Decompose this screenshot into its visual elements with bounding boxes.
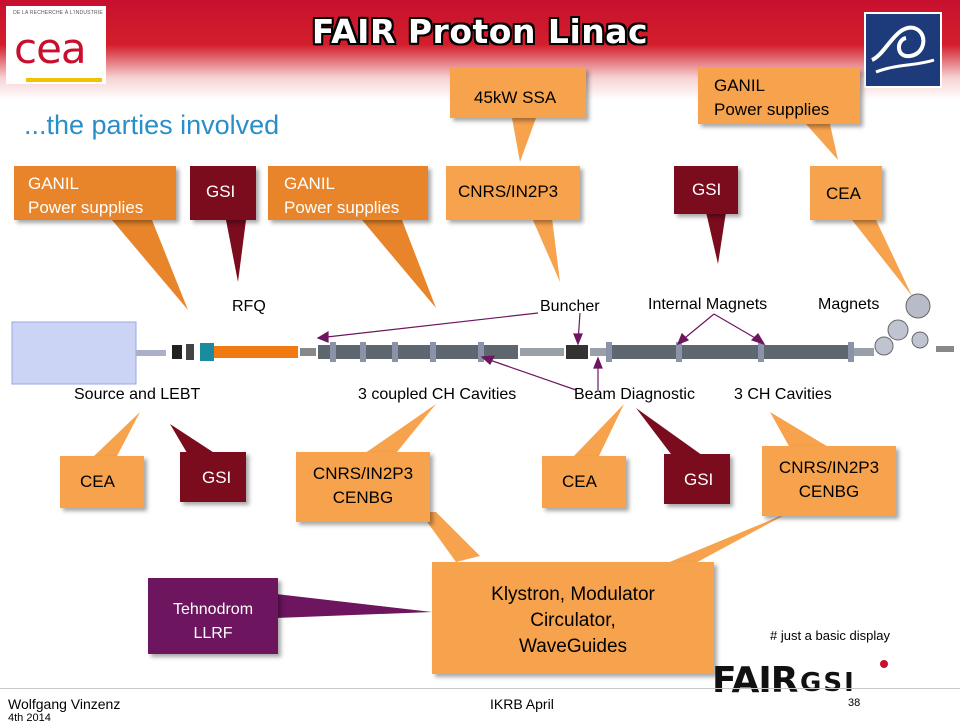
lebt-element-2: [186, 344, 194, 360]
callout-klystron: Klystron, Modulator Circulator, WaveGuid…: [432, 562, 714, 674]
tail-cea-b1: [92, 412, 140, 458]
callout-text: GSI: [202, 468, 232, 487]
lebt-element-3: [200, 343, 214, 361]
callout-ganil-3: GANIL Power supplies: [698, 68, 860, 124]
tail-cea-top: [852, 220, 912, 296]
tail-gsi-1: [226, 220, 246, 282]
callout-text: Circulator,: [530, 610, 616, 631]
source-chamber: [11, 321, 137, 385]
callout-text: CEA: [826, 184, 861, 203]
label-3ch: 3 CH Cavities: [734, 386, 832, 403]
tail-ganil-3: [806, 124, 838, 160]
callout-cnrs-top: CNRS/IN2P3: [446, 166, 580, 220]
tail-cnrs-b2: [770, 412, 830, 448]
coupled-ch-cavities: [318, 345, 518, 359]
gsi-logo: GSI: [800, 668, 856, 698]
label-coupled-ch: 3 coupled CH Cavities: [358, 386, 517, 403]
callout-cea-b2: CEA: [542, 456, 626, 508]
gsi-dot-icon: [880, 660, 888, 668]
label-internal-magnets: Internal Magnets: [648, 296, 768, 313]
footer-date: 4th 2014: [8, 712, 51, 724]
pointer-arrows: [316, 312, 766, 391]
callout-text: 45kW SSA: [474, 88, 557, 107]
label-buncher: Buncher: [540, 298, 600, 315]
callout-text: CNRS/IN2P3: [312, 464, 414, 483]
callout-text: LLRF: [193, 625, 233, 642]
callout-text: GANIL: [714, 76, 766, 95]
rfq-body: [214, 346, 298, 358]
callout-cea-top: CEA: [810, 166, 882, 220]
tail-ssa: [512, 118, 536, 162]
tail-ganil-2: [362, 220, 436, 308]
callout-text: Power supplies: [714, 100, 830, 119]
callout-ganil-1: GANIL Power supplies: [14, 166, 176, 220]
beam-pipe-2: [590, 348, 608, 356]
rfq-exit: [300, 348, 316, 356]
callout-text: Power supplies: [28, 198, 144, 217]
tail-gsi-b2: [636, 408, 706, 458]
tail-cnrs-top: [532, 218, 560, 282]
callout-text: CNRS/IN2P3: [778, 458, 880, 477]
tail-klystron-left: [420, 512, 480, 562]
fair-logo: FAIR: [712, 660, 798, 701]
callout-ganil-2: GANIL Power supplies: [268, 166, 428, 220]
buncher-cavity: [566, 345, 588, 359]
callout-text: GSI: [206, 182, 236, 201]
label-beam-diagnostic: Beam Diagnostic: [574, 386, 695, 403]
label-rfq: RFQ: [232, 298, 266, 315]
slide-subtitle: ...the parties involved: [24, 110, 280, 140]
callout-text: CEA: [80, 472, 115, 491]
callout-text: CEA: [562, 472, 597, 491]
tail-gsi-2: [706, 212, 726, 264]
label-source-lebt: Source and LEBT: [74, 386, 201, 403]
callout-text: CENBG: [798, 482, 860, 501]
beam-pipe-1: [520, 348, 564, 356]
magnets-assembly: [874, 293, 954, 356]
note-basic-display: # just a basic display: [770, 628, 890, 643]
callout-text: WaveGuides: [518, 636, 628, 657]
cea-accent-bar: [26, 78, 102, 82]
callout-cnrs-b1: CNRS/IN2P3 CENBG: [296, 452, 430, 522]
source-pipe: [136, 350, 166, 356]
callout-ssa: 45kW SSA: [450, 68, 586, 118]
tail-gsi-b1: [170, 424, 222, 458]
label-magnets: Magnets: [818, 296, 880, 313]
callout-gsi-b2: GSI: [664, 454, 730, 504]
callout-text: GANIL: [28, 174, 80, 193]
callout-gsi-b1: GSI: [180, 452, 246, 502]
tail-cnrs-b1: [358, 404, 436, 458]
footer-event: IKRB April: [490, 696, 554, 712]
callout-cea-b1: CEA: [60, 456, 144, 508]
slide-title: FAIR Proton Linac: [311, 12, 649, 51]
callout-text: CNRS/IN2P3: [458, 182, 559, 201]
footer-divider: [0, 688, 960, 689]
callout-text: GSI: [692, 180, 722, 199]
tail-ganil-1: [112, 220, 188, 310]
cea-wordmark: cea: [14, 24, 87, 73]
callout-text: GANIL: [284, 174, 336, 193]
ch-cavities: [608, 345, 852, 359]
footer-page-number: 38: [848, 697, 861, 709]
beam-pipe-3: [852, 348, 874, 356]
callout-text: Klystron, Modulator: [491, 584, 655, 605]
callout-gsi-1: GSI: [190, 166, 256, 220]
cea-logo: DE LA RECHERCHE À L'INDUSTRIE cea: [6, 6, 106, 84]
cavity-flanges: [330, 342, 854, 362]
tail-tehnodrom: [276, 594, 432, 618]
callout-text: GSI: [684, 470, 714, 489]
callout-cnrs-b2: CNRS/IN2P3 CENBG: [762, 446, 896, 516]
cea-tagline: DE LA RECHERCHE À L'INDUSTRIE: [13, 10, 103, 16]
irfu-logo-icon: [864, 12, 942, 88]
callout-text: CENBG: [332, 488, 394, 507]
tail-klystron-right: [660, 512, 790, 566]
callout-gsi-2: GSI: [674, 166, 738, 214]
callout-tehnodrom: Tehnodrom LLRF: [148, 578, 278, 654]
footer-author: Wolfgang Vinzenz: [8, 696, 121, 712]
callout-text: Power supplies: [284, 198, 400, 217]
lebt-element-1: [172, 345, 182, 359]
tail-cea-b2: [572, 404, 624, 458]
callout-text: Tehnodrom: [172, 601, 254, 618]
